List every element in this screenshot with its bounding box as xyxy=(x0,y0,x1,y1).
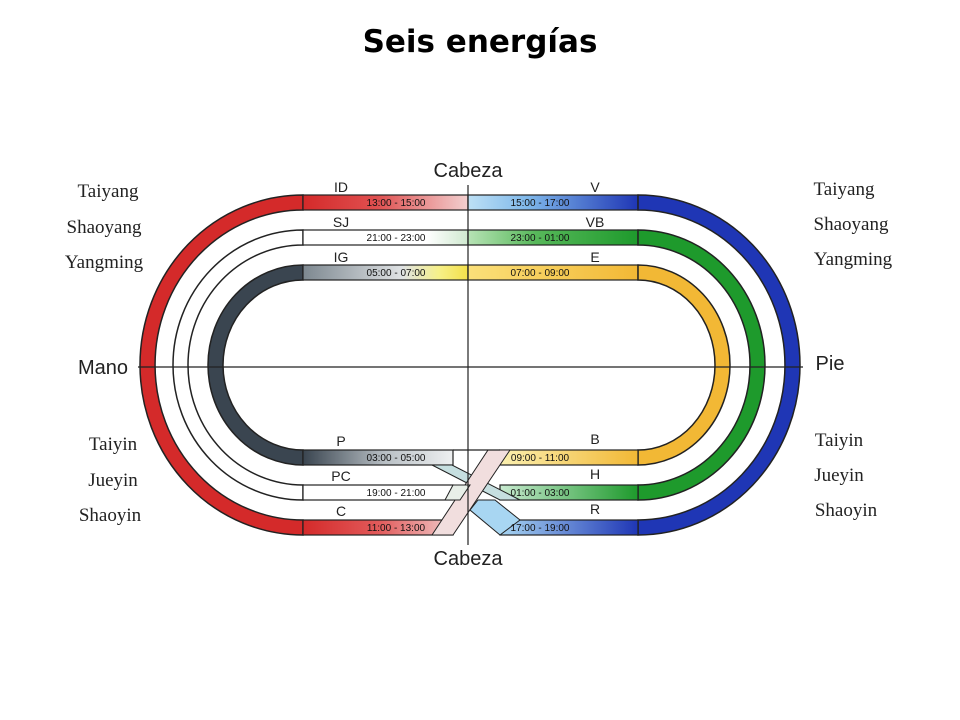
side-label: Jueyin xyxy=(88,470,138,491)
channel-code-r: R xyxy=(590,501,600,517)
side-label: Jueyin xyxy=(814,465,864,486)
time-sj: 21:00 - 23:00 xyxy=(367,233,426,244)
channel-code-pc: PC xyxy=(331,468,350,484)
channel-code-p: P xyxy=(336,433,345,449)
time-c: 11:00 - 13:00 xyxy=(367,523,426,534)
side-label: Yangming xyxy=(814,249,893,270)
crossover-h-to-pc xyxy=(444,484,471,501)
side-label: Shaoyang xyxy=(67,217,142,238)
time-id: 13:00 - 15:00 xyxy=(367,198,426,209)
band-p-bottom xyxy=(302,449,454,466)
crossover-b-to-c xyxy=(431,449,511,536)
time-ig: 05:00 - 07:00 xyxy=(367,268,426,279)
slide-title: Seis energías xyxy=(362,24,598,60)
time-e: 07:00 - 09:00 xyxy=(511,268,570,279)
time-b: 09:00 - 11:00 xyxy=(511,453,570,464)
time-vb: 23:00 - 01:00 xyxy=(511,233,570,244)
time-r: 17:00 - 19:00 xyxy=(511,523,570,534)
side-label: Taiyang xyxy=(814,179,875,200)
channel-code-c: C xyxy=(336,503,346,519)
time-h: 01:00 - 03:00 xyxy=(511,488,570,499)
time-v: 15:00 - 17:00 xyxy=(511,198,570,209)
channel-code-e: E xyxy=(590,249,599,265)
band-inner-left-arc xyxy=(207,264,304,466)
label-cabeza-bottom: Cabeza xyxy=(434,548,504,570)
side-label: Shaoyin xyxy=(815,500,878,521)
channel-code-h: H xyxy=(590,466,600,482)
side-label: Taiyang xyxy=(78,181,139,202)
channel-code-vb: VB xyxy=(586,214,605,230)
label-mano: Mano xyxy=(78,357,128,379)
channel-code-ig: IG xyxy=(334,249,349,265)
side-label: Shaoyang xyxy=(814,214,889,235)
band-inner-right-arc xyxy=(637,264,731,466)
side-label: Shaoyin xyxy=(79,505,142,526)
channel-code-id: ID xyxy=(334,179,348,195)
label-pie: Pie xyxy=(816,353,845,375)
side-label: Yangming xyxy=(65,252,144,273)
side-label: Taiyin xyxy=(89,434,138,455)
label-cabeza-top: Cabeza xyxy=(434,160,504,182)
time-pc: 19:00 - 21:00 xyxy=(367,488,426,499)
channel-code-sj: SJ xyxy=(333,214,349,230)
channel-code-v: V xyxy=(590,179,600,195)
side-label: Taiyin xyxy=(815,430,864,451)
channel-code-b: B xyxy=(590,431,599,447)
time-p: 03:00 - 05:00 xyxy=(367,453,426,464)
